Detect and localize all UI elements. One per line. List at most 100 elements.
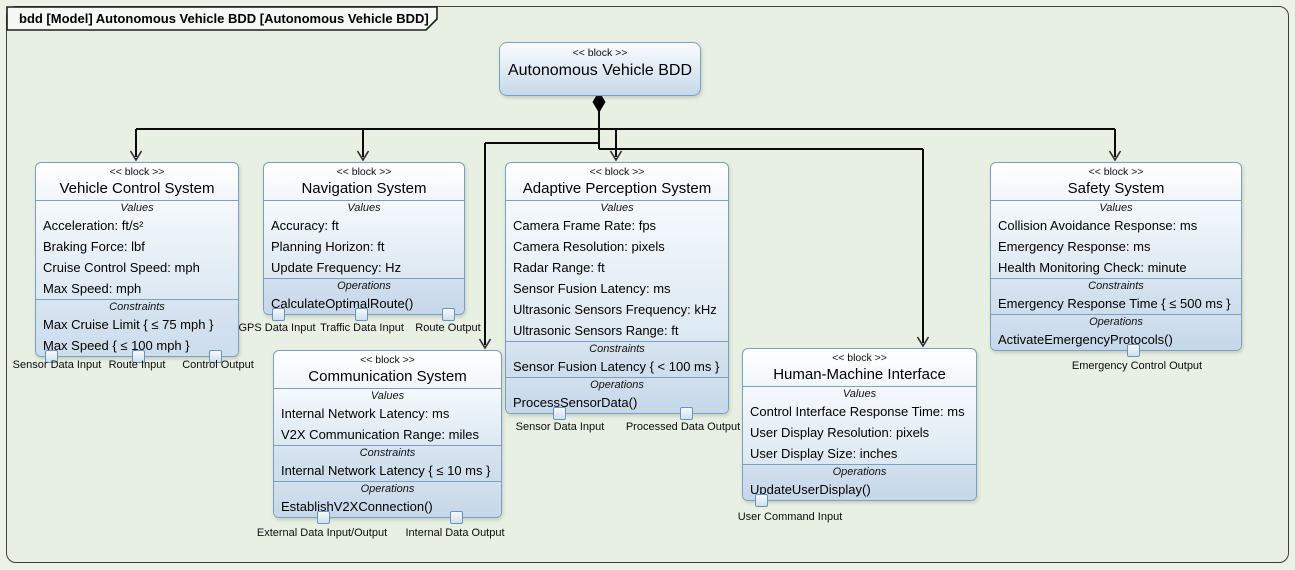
operation: CalculateOptimalRoute() xyxy=(271,296,414,311)
port-route-input[interactable] xyxy=(132,350,145,363)
block-stereotype: << block >> xyxy=(109,166,165,178)
value-property: Ultrasonic Sensors Range: ft xyxy=(513,323,679,338)
compartment-label: Operations xyxy=(337,280,391,292)
compartment-label: Operations xyxy=(832,466,887,478)
port-label: Internal Data Output xyxy=(405,527,505,539)
compartment-label: Values xyxy=(347,202,381,214)
constraint-property: Internal Network Latency { ≤ 10 ms } xyxy=(281,463,491,478)
arrowhead-vehicle-control xyxy=(129,150,143,162)
port-sensor-data-input[interactable] xyxy=(553,407,566,420)
port-control-output[interactable] xyxy=(209,350,222,363)
block-safety-system[interactable]: << block >> Safety System Values Collisi… xyxy=(990,162,1242,357)
block-name: Communication System xyxy=(308,368,467,385)
block-header: << block >> Safety System xyxy=(991,163,1241,200)
port-external-data-io[interactable] xyxy=(317,511,330,524)
port-label: Processed Data Output xyxy=(625,421,741,433)
block-stereotype: << block >> xyxy=(1088,166,1144,178)
port-user-command-input[interactable] xyxy=(755,494,768,507)
value-property: V2X Communication Range: miles xyxy=(281,427,479,442)
operation: UpdateUserDisplay() xyxy=(750,482,871,497)
port-label: External Data Input/Output xyxy=(256,527,388,539)
compartment-label: Operations xyxy=(1089,316,1143,328)
value-property: User Display Resolution: pixels xyxy=(750,425,930,440)
port-internal-data-output[interactable] xyxy=(450,511,463,524)
block-autonomous-vehicle-bdd[interactable]: << block >> Autonomous Vehicle BDD xyxy=(499,42,701,96)
value-property: Radar Range: ft xyxy=(513,260,605,275)
block-stereotype: << block >> xyxy=(360,354,415,366)
operation: ProcessSensorData() xyxy=(513,395,638,410)
value-property: Control Interface Response Time: ms xyxy=(750,404,965,419)
block-name: Adaptive Perception System xyxy=(522,180,712,197)
compartment-label: Values xyxy=(842,388,877,400)
value-property: Collision Avoidance Response: ms xyxy=(998,218,1198,233)
diagram-title-tab: bdd [Model] Autonomous Vehicle BDD [Auto… xyxy=(6,6,446,32)
port-processed-data-output[interactable] xyxy=(680,407,693,420)
block-navigation-system[interactable]: << block >> Navigation System Values Acc… xyxy=(263,162,465,321)
value-property: Update Frequency: Hz xyxy=(271,260,402,275)
block-name: Vehicle Control System xyxy=(59,180,215,197)
constraint-property: Max Speed { ≤ 100 mph } xyxy=(43,338,190,353)
values-compartment: Values Acceleration: ft/s² Braking Force… xyxy=(36,200,238,299)
values-compartment: Values Camera Frame Rate: fps Camera Res… xyxy=(506,200,728,341)
arrowhead-safety xyxy=(1108,150,1122,162)
composition-connectors[interactable] xyxy=(135,92,1116,345)
value-property: Max Speed: mph xyxy=(43,281,142,296)
operations-compartment: Operations UpdateUserDisplay() xyxy=(743,464,976,500)
block-communication-system[interactable]: << block >> Communication System Values … xyxy=(273,350,502,524)
values-compartment: Values Collision Avoidance Response: ms … xyxy=(991,200,1241,278)
value-property: Camera Frame Rate: fps xyxy=(513,218,657,233)
constraint-property: Emergency Response Time { ≤ 500 ms } xyxy=(998,296,1231,311)
block-name: Navigation System xyxy=(301,180,427,197)
open-arrowheads xyxy=(129,150,1122,350)
value-property: Internal Network Latency: ms xyxy=(281,406,450,421)
port-label: Emergency Control Output xyxy=(1071,360,1203,372)
block-vehicle-control-system[interactable]: << block >> Vehicle Control System Value… xyxy=(35,162,239,363)
compartment-label: Constraints xyxy=(359,447,416,459)
arrowhead-communication xyxy=(478,338,492,350)
block-header: << block >> Vehicle Control System xyxy=(36,163,238,200)
constraints-compartment: Constraints Emergency Response Time { ≤ … xyxy=(991,278,1241,314)
port-label: Route Output xyxy=(415,322,481,334)
value-property: Planning Horizon: ft xyxy=(271,239,385,254)
block-header: << block >> Navigation System xyxy=(264,163,464,200)
block-stereotype: << block >> xyxy=(589,166,645,178)
port-traffic-data-input[interactable] xyxy=(355,308,368,321)
value-property: Camera Resolution: pixels xyxy=(513,239,665,254)
compartment-label: Constraints xyxy=(1088,280,1144,292)
compartment-label: Constraints xyxy=(109,301,165,313)
value-property: Cruise Control Speed: mph xyxy=(43,260,200,275)
values-compartment: Values Internal Network Latency: ms V2X … xyxy=(274,388,501,445)
operations-compartment: Operations ActivateEmergencyProtocols() xyxy=(991,314,1241,350)
port-gps-data-input[interactable] xyxy=(272,308,285,321)
compartment-label: Values xyxy=(600,202,634,214)
value-property: Sensor Fusion Latency: ms xyxy=(513,281,671,296)
port-route-output[interactable] xyxy=(442,308,455,321)
arrowhead-navigation xyxy=(356,150,370,162)
port-label: User Command Input xyxy=(737,511,843,523)
compartment-label: Values xyxy=(120,202,154,214)
block-stereotype: << block >> xyxy=(572,47,628,59)
operation: ActivateEmergencyProtocols() xyxy=(998,332,1173,347)
compartment-label: Operations xyxy=(590,379,644,391)
port-sensor-data-input[interactable] xyxy=(45,350,58,363)
block-adaptive-perception-system[interactable]: << block >> Adaptive Perception System V… xyxy=(505,162,729,420)
compartment-label: Constraints xyxy=(589,343,645,355)
diagram-title: bdd [Model] Autonomous Vehicle BDD [Auto… xyxy=(19,11,429,26)
value-property: Acceleration: ft/s² xyxy=(43,218,144,233)
values-compartment: Values Accuracy: ft Planning Horizon: ft… xyxy=(264,200,464,278)
constraints-compartment: Constraints Max Cruise Limit { ≤ 75 mph … xyxy=(36,299,238,356)
value-property: Health Monitoring Check: minute xyxy=(998,260,1187,275)
arrowhead-hmi xyxy=(916,336,930,348)
block-name: Autonomous Vehicle BDD xyxy=(507,62,693,79)
block-stereotype: << block >> xyxy=(832,352,887,364)
block-human-machine-interface[interactable]: << block >> Human-Machine Interface Valu… xyxy=(742,348,977,507)
block-header: << block >> Communication System xyxy=(274,351,501,388)
port-label: Route Input xyxy=(108,359,166,371)
port-emergency-control-output[interactable] xyxy=(1127,344,1140,357)
value-property: Ultrasonic Sensors Frequency: kHz xyxy=(513,302,717,317)
constraint-property: Max Cruise Limit { ≤ 75 mph } xyxy=(43,317,214,332)
port-label: Traffic Data Input xyxy=(320,322,404,334)
block-name: Human-Machine Interface xyxy=(773,366,946,383)
block-header: << block >> Adaptive Perception System xyxy=(506,163,728,200)
